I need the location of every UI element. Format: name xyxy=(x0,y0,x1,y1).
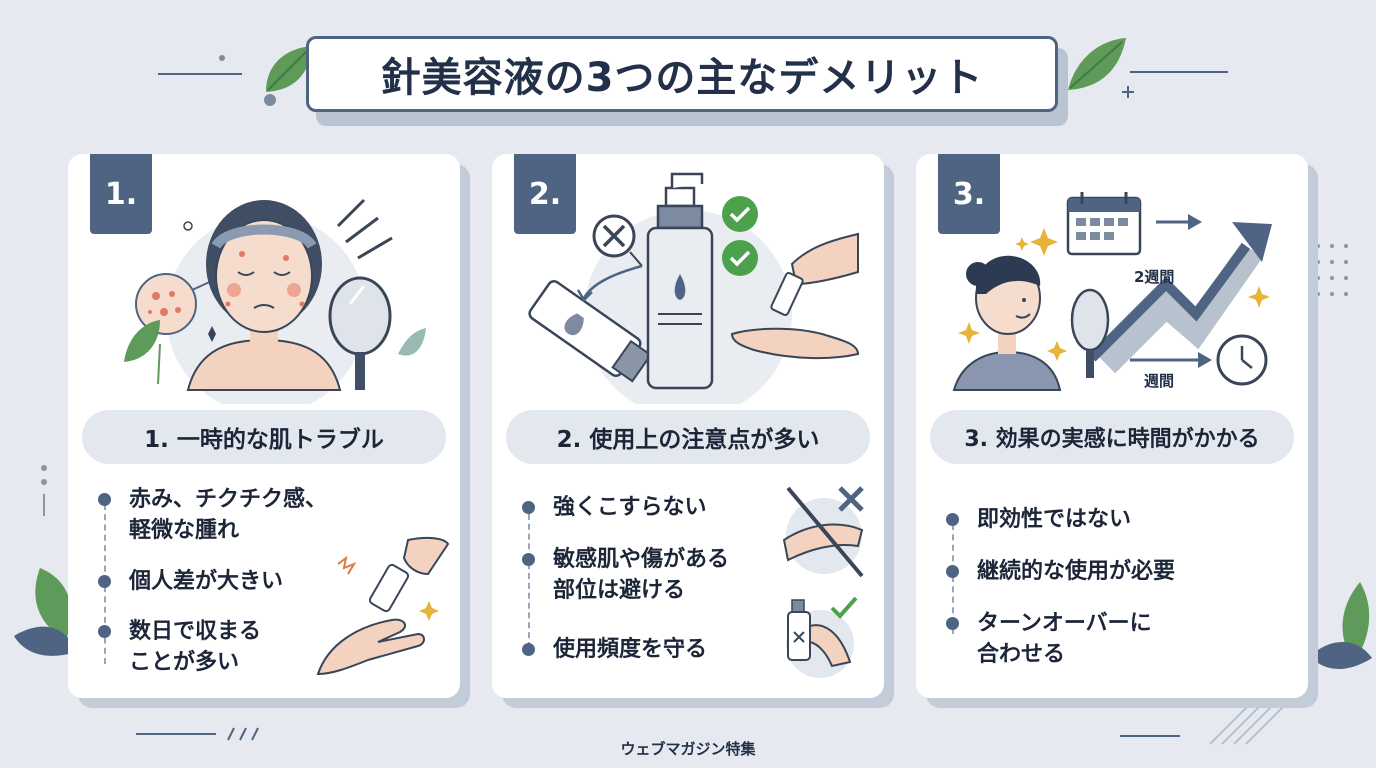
bullet-line: 赤み、チクチク感、 xyxy=(129,487,328,512)
bullet-line: ターンオーバーに xyxy=(977,611,1152,636)
bullet-dot xyxy=(98,493,111,506)
trend-up-arrow-icon xyxy=(1088,222,1272,374)
woman-with-redness-icon xyxy=(186,200,342,391)
bullet-dot xyxy=(522,553,535,566)
cross-icon xyxy=(592,214,643,267)
card3-number-badge: 3. xyxy=(938,154,1000,234)
card2-dashline xyxy=(528,504,530,648)
top-right-leaf-icon xyxy=(1068,38,1126,90)
card3-bullet-3: ターンオーバーに 合わせる xyxy=(946,608,1152,670)
card3-heading: 3. 効果の実感に時間がかかる xyxy=(930,410,1294,464)
dropper-hand-icon xyxy=(730,232,860,360)
bullet-line: 強くこすらない xyxy=(553,495,707,520)
woman-with-mirror-icon xyxy=(952,255,1110,391)
card1-heading: 1. 一時的な肌トラブル xyxy=(82,410,446,464)
page-title: 針美容液の3つの主なデメリット xyxy=(306,36,1058,112)
footer-caption: ウェブマガジン特集 xyxy=(620,740,756,758)
bullet-dot xyxy=(98,625,111,638)
card-usage-precautions: 2. 2. 使用上の注意点が多い 強くこすらない 敏感肌や傷がある 部位は避ける… xyxy=(492,154,884,698)
card-takes-time: 2週間 週間 3. 3. 効果の実感に時間がかかる 即効性ではない 継続的な使用… xyxy=(916,154,1308,698)
bullet-dot xyxy=(522,501,535,514)
card2-illustration xyxy=(528,172,860,404)
title-banner: 針美容液の3つの主なデメリット xyxy=(306,36,1068,126)
serum-application-icon xyxy=(316,536,450,676)
bullet-line: 合わせる xyxy=(977,642,1066,667)
calendar-icon xyxy=(1066,192,1142,256)
bullet-line: 軽微な腫れ xyxy=(129,518,240,543)
card2-bullet-3: 使用頻度を守る xyxy=(522,634,707,665)
bullet-line: ことが多い xyxy=(129,650,240,675)
bottom-left-deco xyxy=(136,727,259,741)
hand-mirror-icon xyxy=(328,276,392,390)
weeks-label: 週間 xyxy=(1144,372,1174,390)
card1-illustration xyxy=(124,198,426,404)
arrow-right-icon xyxy=(1130,214,1212,368)
no-rubbing-icon xyxy=(782,486,864,578)
right-leaves-icon xyxy=(1310,582,1372,669)
bullet-line: 敏感肌や傷がある xyxy=(553,547,730,572)
two-weeks-label: 2週間 xyxy=(1134,268,1174,286)
bullet-line: 即効性ではない xyxy=(977,507,1132,532)
bullet-dot xyxy=(98,575,111,588)
left-leaves-icon xyxy=(14,568,76,656)
check-icon xyxy=(722,196,758,276)
bottle-check-icon xyxy=(786,596,858,678)
card2-heading: 2. 使用上の注意点が多い xyxy=(506,410,870,464)
card2-bullet-2: 敏感肌や傷がある 部位は避ける xyxy=(522,544,729,606)
microneedle-icon xyxy=(336,198,393,260)
bullet-line: 個人差が大きい xyxy=(129,569,284,594)
sparkle-icon xyxy=(958,228,1270,361)
card3-dashline xyxy=(952,524,954,634)
card2-bullet-1: 強くこすらない xyxy=(522,492,707,523)
card3-bullet-1: 即効性ではない xyxy=(946,504,1131,535)
bullet-line: 使用頻度を守る xyxy=(553,637,708,662)
bullet-dot xyxy=(946,513,959,526)
card3-bullet-2: 継続的な使用が必要 xyxy=(946,556,1175,587)
top-right-deco xyxy=(1122,71,1228,98)
top-left-leaf-icon xyxy=(266,46,312,92)
card2-number-badge: 2. xyxy=(514,154,576,234)
bullet-line: 部位は避ける xyxy=(553,578,686,603)
serum-bottle-icon xyxy=(646,172,714,390)
left-dots-deco xyxy=(41,465,47,516)
bullet-dot xyxy=(522,643,535,656)
card1-bullet-3: 数日で収まる ことが多い xyxy=(98,616,261,678)
tube-icon xyxy=(528,280,653,383)
card1-number-badge: 1. xyxy=(90,154,152,234)
bullet-line: 継続的な使用が必要 xyxy=(977,559,1176,584)
clock-icon xyxy=(1216,334,1268,386)
bullet-dot xyxy=(946,565,959,578)
card-skin-trouble: 1. 1. 一時的な肌トラブル 赤み、チクチク感、 軽微な腫れ 個人差が大きい … xyxy=(68,154,460,698)
skin-zoom-icon xyxy=(135,273,215,335)
bullet-dot xyxy=(946,617,959,630)
card1-bullet-2: 個人差が大きい xyxy=(98,566,283,597)
bullet-line: 数日で収まる xyxy=(129,619,262,644)
card3-illustration: 2週間 週間 xyxy=(952,192,1272,391)
top-left-deco xyxy=(158,55,276,106)
card1-bullet-1: 赤み、チクチク感、 軽微な腫れ xyxy=(98,484,327,546)
